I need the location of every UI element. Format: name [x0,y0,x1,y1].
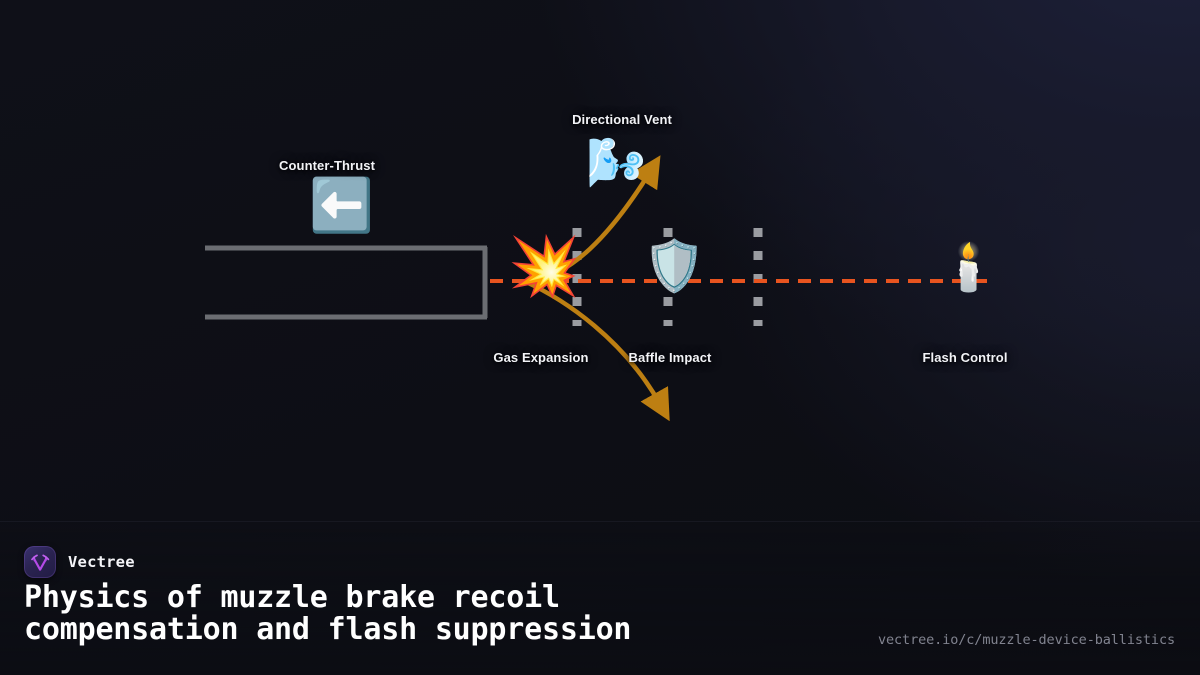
label-flash-control: Flash Control [922,350,1008,365]
ballistics-diagram: ⬅️ 🌬️ 💥 🛡️ 🕯️ Counter-Thrust Directional… [205,112,1008,422]
label-baffle-impact: Baffle Impact [628,350,712,365]
label-counter-thrust: Counter-Thrust [279,158,375,173]
collision-icon: 💥 [508,232,581,300]
brand: Vectree [24,546,135,578]
downward-gas-flow-arrow [523,278,670,422]
diagram-vector-layer [205,155,990,422]
baffle-markers [572,228,763,326]
source-url: vectree.io/c/muzzle-device-ballistics [877,632,1175,648]
wind-face-icon: 🌬️ [586,135,646,191]
vectree-logo-icon [24,546,56,578]
brand-name: Vectree [68,553,135,571]
shield-icon: 🛡️ [643,237,706,295]
page-title-line-2: compensation and flash suppression [24,612,632,648]
candle-icon: 🕯️ [940,240,998,294]
footer: Vectree Physics of muzzle brake recoil c… [0,521,1200,675]
label-directional-vent: Directional Vent [572,112,672,127]
label-gas-expansion: Gas Expansion [493,350,589,365]
page-title: Physics of muzzle brake recoil compensat… [24,580,824,648]
page-title-line-1: Physics of muzzle brake recoil [24,580,560,615]
upward-vent-flow-arrow [527,155,661,285]
left-arrow-icon: ⬅️ [309,176,374,236]
gun-barrel [205,245,488,320]
